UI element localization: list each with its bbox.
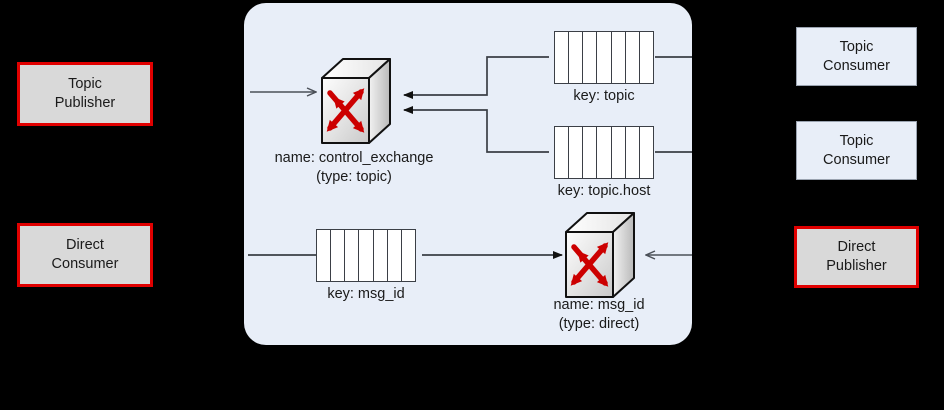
queue-cell: [388, 230, 402, 281]
queue-cell: [359, 230, 374, 281]
direct-publisher-label: Direct Publisher: [826, 238, 886, 275]
queue-cell: [612, 32, 626, 83]
queue-cell: [597, 127, 612, 178]
queue-cell: [555, 127, 570, 178]
topic-publisher-line2: Publisher: [54, 95, 116, 111]
queue-cell: [597, 32, 612, 83]
direct-publisher-line1: Direct: [837, 239, 876, 256]
queue-topic-host[interactable]: [554, 126, 654, 179]
direct-consumer-line2: Consumer: [51, 256, 119, 272]
queue-topic-label: key: topic: [573, 88, 635, 104]
direct-consumer-box[interactable]: Direct Consumer: [17, 223, 153, 287]
topic-consumer-1-label: Topic Consumer: [823, 38, 890, 75]
topic-consumer-1-box[interactable]: Topic Consumer: [796, 27, 917, 86]
queue-cell: [626, 32, 640, 83]
msg-id-exchange-icon-wrap[interactable]: [559, 210, 637, 302]
direct-consumer-line1: Direct: [66, 237, 104, 254]
msg-id-exchange-type: (type: direct): [558, 315, 640, 332]
exchange-icon: [321, 58, 391, 144]
topic-consumer-2-label: Topic Consumer: [823, 132, 890, 169]
msg-id-exchange-name: name: msg_id: [553, 297, 645, 313]
control-exchange-type: (type: topic): [316, 168, 392, 185]
direct-publisher-line2: Publisher: [826, 258, 887, 274]
queue-cell: [345, 230, 360, 281]
topic-publisher-line1: Topic: [68, 76, 102, 93]
queue-topic[interactable]: [554, 31, 654, 84]
queue-cell: [583, 127, 598, 178]
queue-msg-id-label: key: msg_id: [327, 286, 405, 302]
control-exchange-name: name: control_exchange: [274, 150, 434, 166]
queue-cell: [640, 127, 653, 178]
topic-consumer-2-box[interactable]: Topic Consumer: [796, 121, 917, 180]
queue-cell: [402, 230, 415, 281]
topic-consumer-1-line1: Topic: [839, 38, 874, 55]
queue-msg-id[interactable]: [316, 229, 416, 282]
queue-cell: [555, 32, 570, 83]
msg-id-exchange-label: name: msg_id (type: direct): [511, 296, 687, 334]
queue-cell: [640, 32, 653, 83]
queue-cell: [317, 230, 332, 281]
topic-publisher-label: Topic Publisher: [55, 75, 115, 112]
control-exchange-icon-wrap[interactable]: [315, 56, 393, 148]
topic-consumer-2-line2: Consumer: [823, 151, 890, 168]
topic-consumer-1-line2: Consumer: [823, 57, 890, 74]
queue-cell: [612, 127, 626, 178]
topic-publisher-box[interactable]: Topic Publisher: [17, 62, 153, 126]
queue-cell: [569, 32, 584, 83]
queue-cell: [569, 127, 584, 178]
direct-consumer-label: Direct Consumer: [52, 236, 119, 273]
queue-cell: [331, 230, 346, 281]
direct-publisher-box[interactable]: Direct Publisher: [794, 226, 919, 288]
queue-cell: [583, 32, 598, 83]
topic-consumer-2-line1: Topic: [839, 132, 874, 149]
control-exchange-label: name: control_exchange (type: topic): [250, 149, 458, 187]
queue-cell: [374, 230, 388, 281]
exchange-icon: [565, 212, 635, 298]
queue-topic-host-label: key: topic.host: [557, 183, 651, 199]
queue-cell: [626, 127, 640, 178]
